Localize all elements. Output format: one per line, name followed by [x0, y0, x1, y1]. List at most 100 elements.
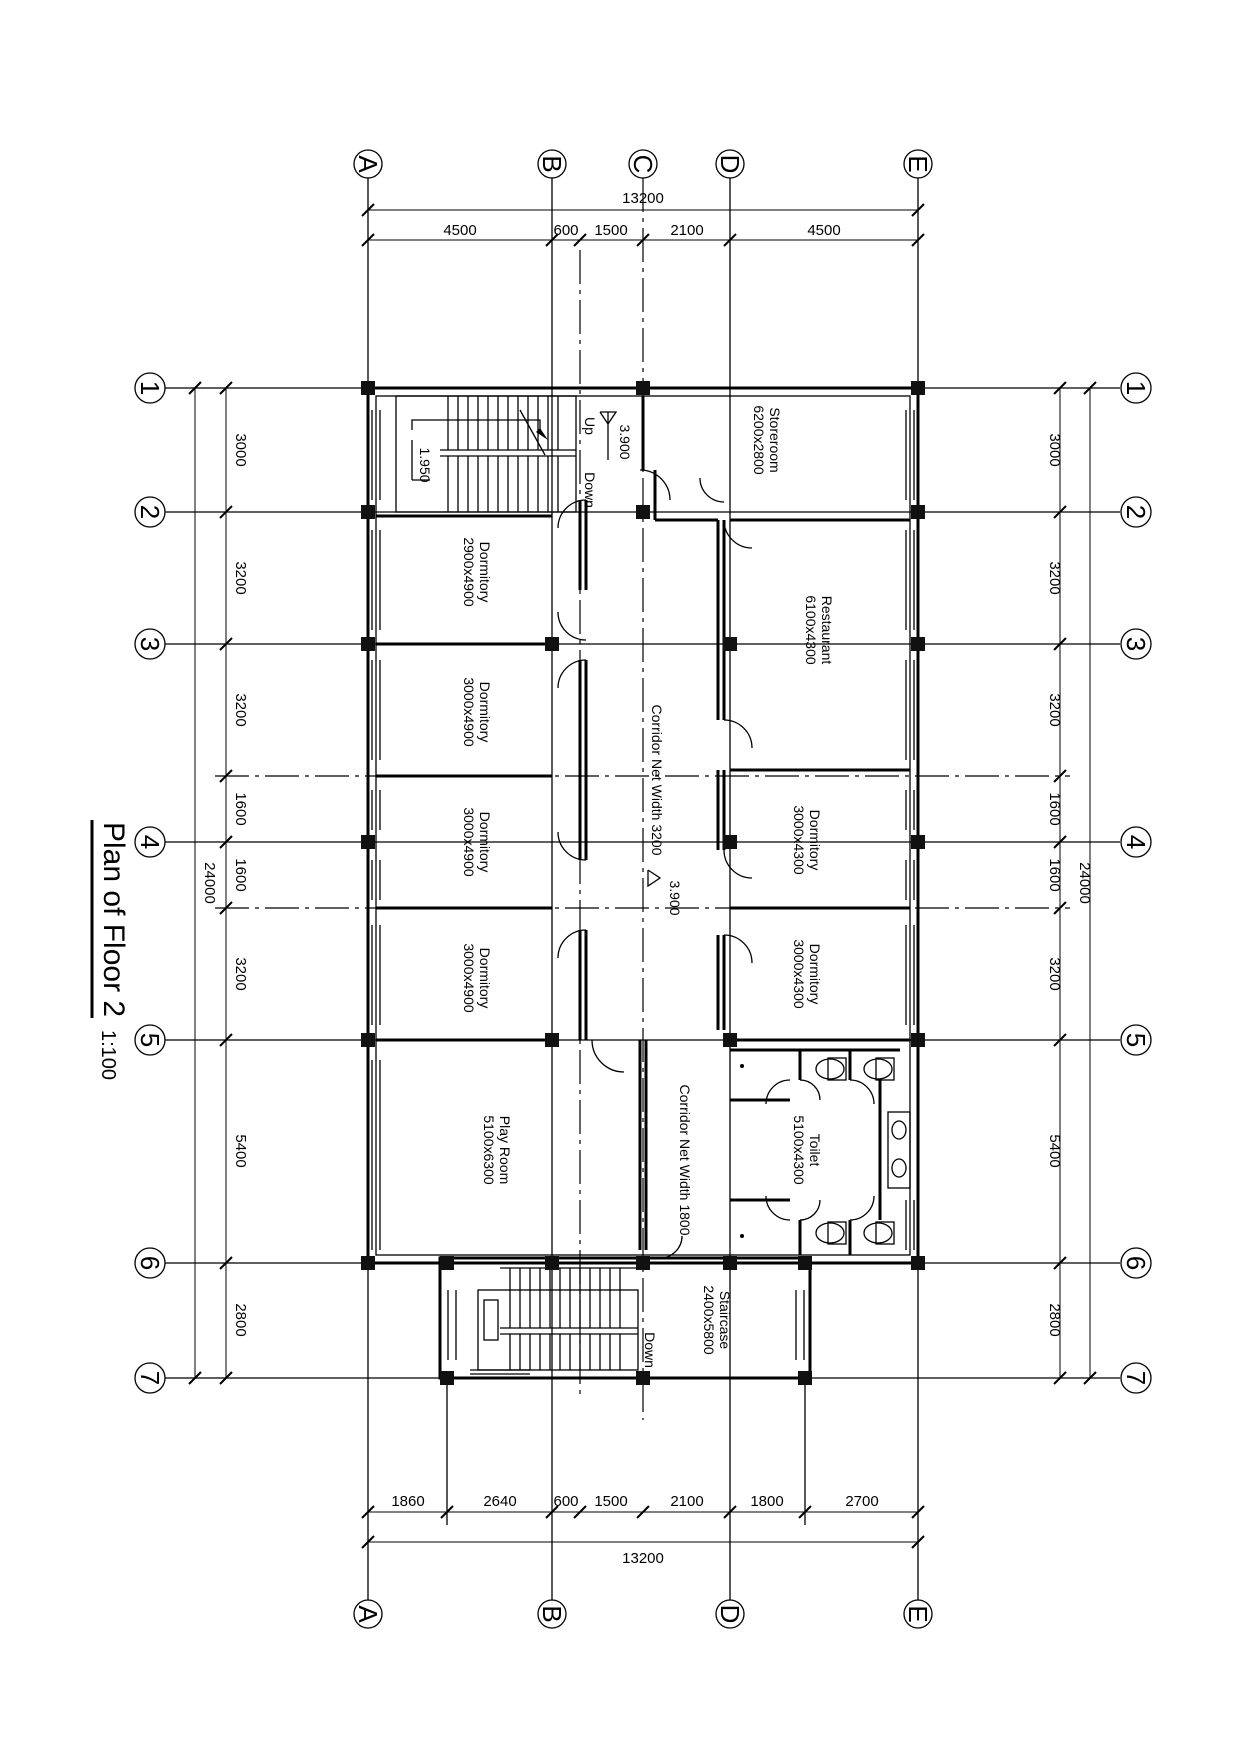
storeroom-name: Storeroom [767, 407, 783, 472]
dim-left-5: 1600 [232, 858, 249, 891]
stair-up-label: Up [582, 417, 598, 435]
axis-bubble-5-left: 5 [134, 1024, 166, 1056]
axis-label-b-top: B [537, 155, 567, 172]
room-labels: Storeroom 6200x2800 Restaurant 6100x4300… [417, 405, 835, 1368]
stair-up-text: Up [582, 417, 598, 435]
stair-down-label: Down [582, 472, 598, 508]
bottom-stair [477, 1267, 639, 1371]
dim-right-total: 24000 [1076, 862, 1093, 904]
dim-right-7: 5400 [1046, 1134, 1063, 1167]
dim-top-3: 1500 [594, 222, 627, 239]
axis-bubble-1-right: 1 [1120, 372, 1152, 404]
axis-label-1-left: 1 [135, 381, 165, 395]
dormitory-right-2-label: Dormitory 3000x4300 [791, 939, 823, 1009]
dormitory-left-3-label: Dormitory 3000x4900 [461, 807, 493, 877]
title-scale: 1:100 [97, 1030, 119, 1080]
storeroom-size: 6200x2800 [751, 405, 767, 475]
axis-bubble-a-top: A [353, 149, 383, 179]
axis-label-6-right: 6 [1121, 1256, 1151, 1270]
axis-bubble-6-right: 6 [1120, 1247, 1152, 1279]
dormitory-right-1-size: 3000x4300 [791, 805, 807, 875]
dim-bottom-2: 2640 [483, 1493, 516, 1510]
dimension-texts: 13200 4500 600 1500 2100 4500 1860 2640 … [201, 190, 1093, 1567]
toilet-fixture-4 [863, 1221, 895, 1245]
dim-bottom-7: 2700 [845, 1493, 878, 1510]
dormitory-right-1-label: Dormitory 3000x4300 [791, 805, 823, 875]
dim-right-1: 3000 [1046, 433, 1063, 466]
axis-bubble-b-top: B [537, 149, 567, 179]
level-mark-stair-top: 3.900 [599, 411, 633, 460]
level-text-corridor: 3.900 [667, 880, 683, 915]
play-room-size: 5100x6300 [481, 1115, 497, 1185]
axis-label-c-top: C [628, 155, 658, 174]
dormitory-left-2-size: 3000x4900 [461, 677, 477, 747]
axis-bubble-4-right: 4 [1120, 826, 1152, 858]
dim-top-5: 4500 [807, 222, 840, 239]
dim-bottom-4: 1500 [594, 1493, 627, 1510]
axis-bubble-6-left: 6 [134, 1247, 166, 1279]
dormitory-right-2-name: Dormitory [807, 944, 823, 1005]
staircase-size: 2400x5800 [701, 1285, 717, 1355]
dim-bottom-6: 1800 [750, 1493, 783, 1510]
dim-left-2: 3200 [232, 561, 249, 594]
axis-label-e-bottom: E [903, 1605, 933, 1622]
dormitory-left-4-label: Dormitory 3000x4900 [461, 943, 493, 1013]
dim-left-7: 5400 [232, 1134, 249, 1167]
dormitory-right-2-size: 3000x4300 [791, 939, 807, 1009]
axis-bubble-c-top: C [628, 149, 658, 179]
level-text-landing: 1.950 [417, 447, 433, 482]
structural-columns [361, 381, 925, 1385]
restaurant-size: 6100x4300 [803, 595, 819, 665]
dim-bottom-1: 1860 [391, 1493, 424, 1510]
dim-right-8: 2800 [1046, 1303, 1063, 1336]
dim-left-3: 3200 [232, 693, 249, 726]
axis-bubbles: A B C D E A B D [134, 149, 1152, 1629]
toilet-fixture-2 [863, 1057, 895, 1081]
toilet-fixtures [740, 1057, 911, 1245]
axis-label-5-left: 5 [135, 1033, 165, 1047]
dim-bottom-3: 600 [553, 1493, 578, 1510]
axis-label-3-left: 3 [135, 637, 165, 651]
axis-bubble-e-bottom: E [903, 1599, 933, 1629]
stair-down-bottom-label: Down [642, 1332, 658, 1368]
axis-bubble-1-left: 1 [134, 372, 166, 404]
level-mark-corridor: 3.900 [647, 869, 683, 916]
dim-left-1: 3000 [232, 433, 249, 466]
restaurant-label: Restaurant 6100x4300 [803, 595, 835, 665]
dim-top-total: 13200 [622, 190, 664, 207]
corridor-main-text: Corridor Net Width 3200 [649, 705, 665, 856]
dormitory-left-1-size: 2900x4900 [461, 537, 477, 607]
level-mark-landing: 1.950 [417, 447, 433, 482]
axis-label-5-right: 5 [1121, 1033, 1151, 1047]
toilet-label: Toilet 5100x4300 [791, 1115, 823, 1185]
top-stair [395, 395, 577, 513]
restaurant-name: Restaurant [819, 596, 835, 665]
toilet-fixture-1 [815, 1057, 847, 1081]
stair-down-bottom-text: Down [642, 1332, 658, 1368]
axis-label-a-top: A [353, 155, 383, 173]
toilet-name: Toilet [807, 1134, 823, 1167]
dim-left-8: 2800 [232, 1303, 249, 1336]
dim-right-5: 1600 [1046, 858, 1063, 891]
play-room-label: Play Room 5100x6300 [481, 1115, 513, 1185]
dim-bottom-5: 2100 [670, 1493, 703, 1510]
axis-bubble-2-left: 2 [134, 496, 166, 528]
axis-label-b-bottom: B [537, 1605, 567, 1622]
dormitory-left-4-size: 3000x4900 [461, 943, 477, 1013]
axis-label-d-top: D [715, 155, 745, 174]
toilet-fixture-3 [815, 1221, 847, 1245]
dim-right-3: 3200 [1046, 693, 1063, 726]
door-swings [557, 469, 875, 1259]
axis-bubble-7-left: 7 [134, 1362, 166, 1394]
staircase-name: Staircase [717, 1291, 733, 1350]
dim-bottom-total: 13200 [622, 1550, 664, 1567]
axis-label-6-left: 6 [135, 1256, 165, 1270]
axis-label-e-top: E [903, 155, 933, 172]
corridor-lower-text: Corridor Net Width 1800 [677, 1085, 693, 1236]
corridor-lower-label: Corridor Net Width 1800 [677, 1085, 693, 1236]
drawing-title: Plan of Floor 2 1:100 [90, 820, 130, 1080]
axis-bubble-5-right: 5 [1120, 1024, 1152, 1056]
axis-bubble-e-top: E [903, 149, 933, 179]
storeroom-label: Storeroom 6200x2800 [751, 405, 783, 475]
